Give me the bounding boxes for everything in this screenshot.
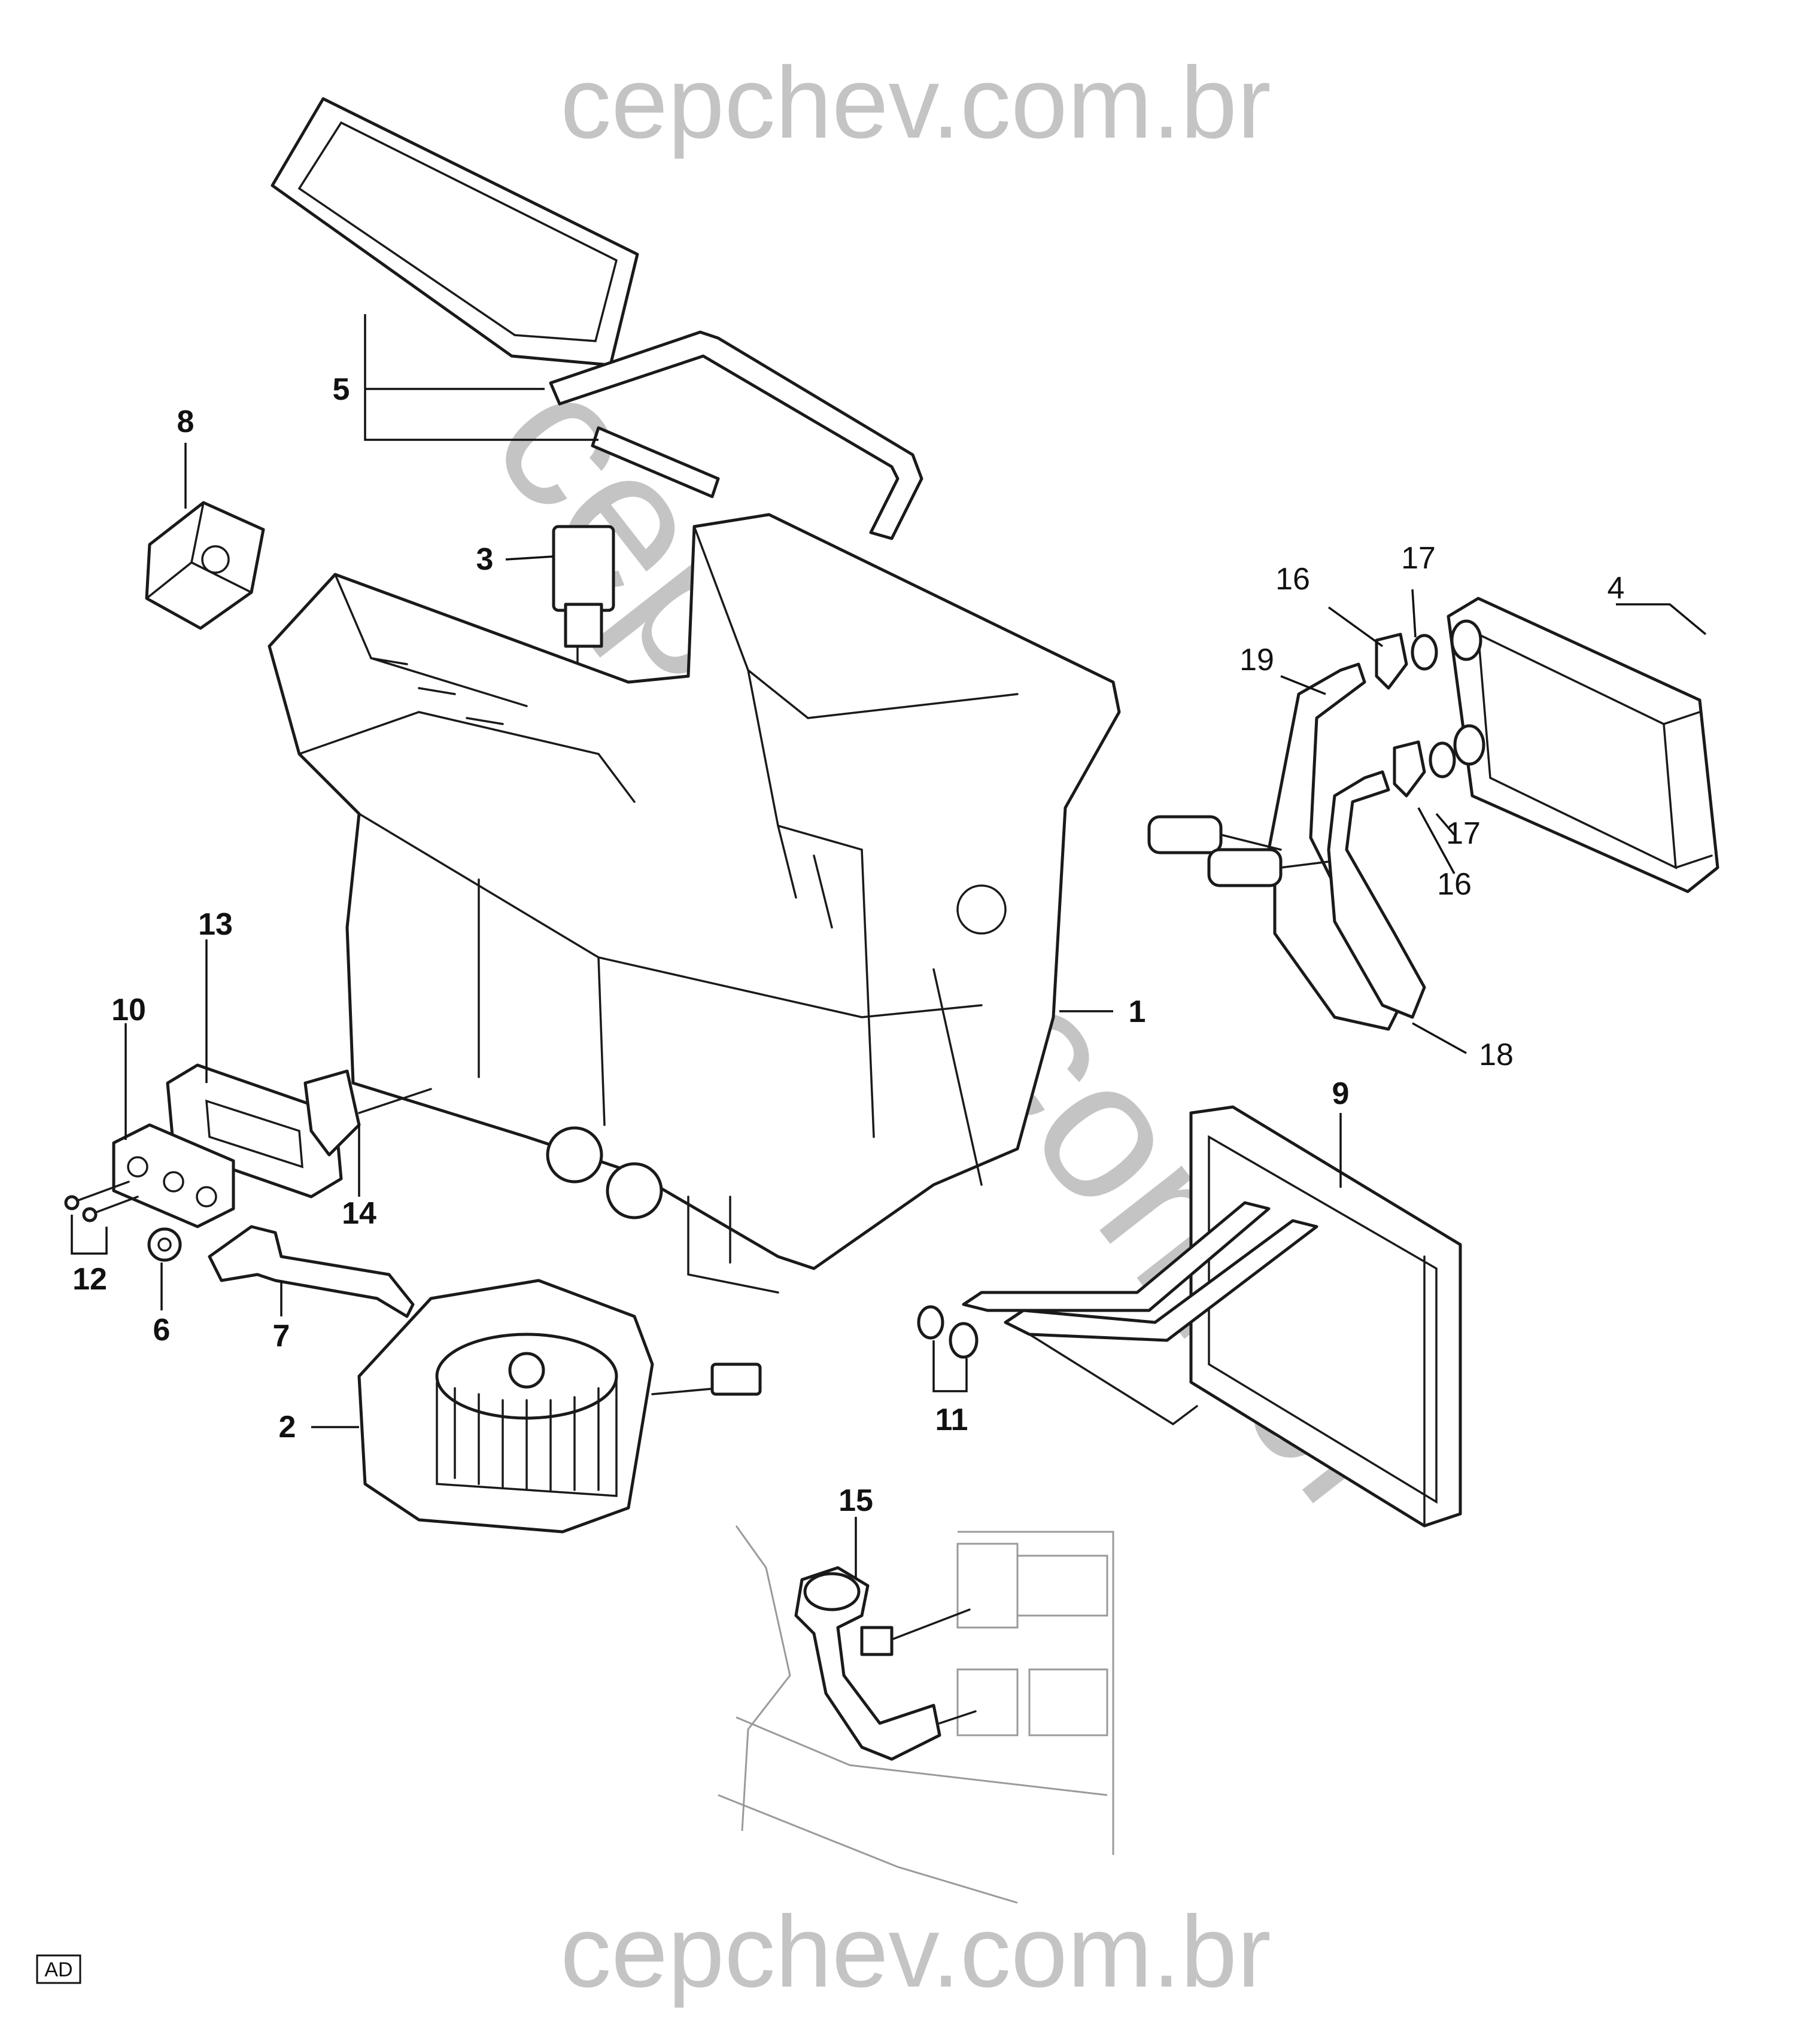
callout-3: 3 — [476, 542, 494, 577]
o-rings-part — [917, 1305, 979, 1359]
bolts-part — [64, 1181, 139, 1222]
callout-6: 6 — [153, 1313, 171, 1348]
air-duct-part — [718, 1525, 1114, 1904]
callout-19: 19 — [1239, 643, 1274, 677]
callout-7: 7 — [273, 1319, 290, 1353]
heater-hoses-part — [1147, 662, 1426, 1031]
callout-8: 8 — [177, 404, 195, 439]
blower-resistor-part — [552, 525, 615, 899]
expansion-valve-part — [112, 1123, 235, 1228]
callout-4: 4 — [1608, 571, 1625, 606]
corner-code-badge: AD — [36, 1954, 81, 1984]
callout-16b: 16 — [1437, 867, 1472, 902]
evaporator-part — [962, 1105, 1462, 1528]
callout-1: 1 — [1129, 994, 1146, 1029]
heater-core-part — [1447, 597, 1719, 893]
hvac-housing-part — [268, 513, 1121, 1294]
callout-5: 5 — [333, 372, 350, 407]
callout-labels: 1 2 3 4 5 6 7 8 9 10 11 12 13 14 15 16 1… — [72, 372, 1624, 1518]
callout-14: 14 — [342, 1196, 376, 1231]
callout-17b: 17 — [1446, 816, 1481, 851]
nut-part — [147, 1227, 182, 1262]
watermark-bottom: cepchev.com.br — [560, 1895, 1271, 2009]
callout-16a: 16 — [1275, 562, 1310, 597]
callout-12: 12 — [72, 1262, 107, 1297]
watermark-top: cepchev.com.br — [560, 46, 1271, 160]
callout-10: 10 — [111, 993, 146, 1027]
leader-lines — [71, 314, 1707, 1580]
callout-11: 11 — [935, 1403, 968, 1437]
drain-hose-part — [208, 1225, 415, 1318]
callout-15: 15 — [838, 1483, 873, 1518]
callout-18: 18 — [1479, 1038, 1514, 1072]
hose-clips-part — [1375, 632, 1456, 798]
gasket-frame-part — [271, 97, 639, 367]
callout-2: 2 — [279, 1410, 296, 1444]
valve-bracket-part — [303, 1069, 432, 1157]
callout-13: 13 — [198, 907, 233, 942]
corner-code-text: AD — [44, 1958, 72, 1981]
seal-strip-long-part — [549, 330, 923, 540]
callout-17a: 17 — [1401, 541, 1436, 576]
control-module-part — [145, 501, 265, 630]
callout-9: 9 — [1332, 1076, 1350, 1111]
blower-motor-part — [357, 1279, 762, 1534]
